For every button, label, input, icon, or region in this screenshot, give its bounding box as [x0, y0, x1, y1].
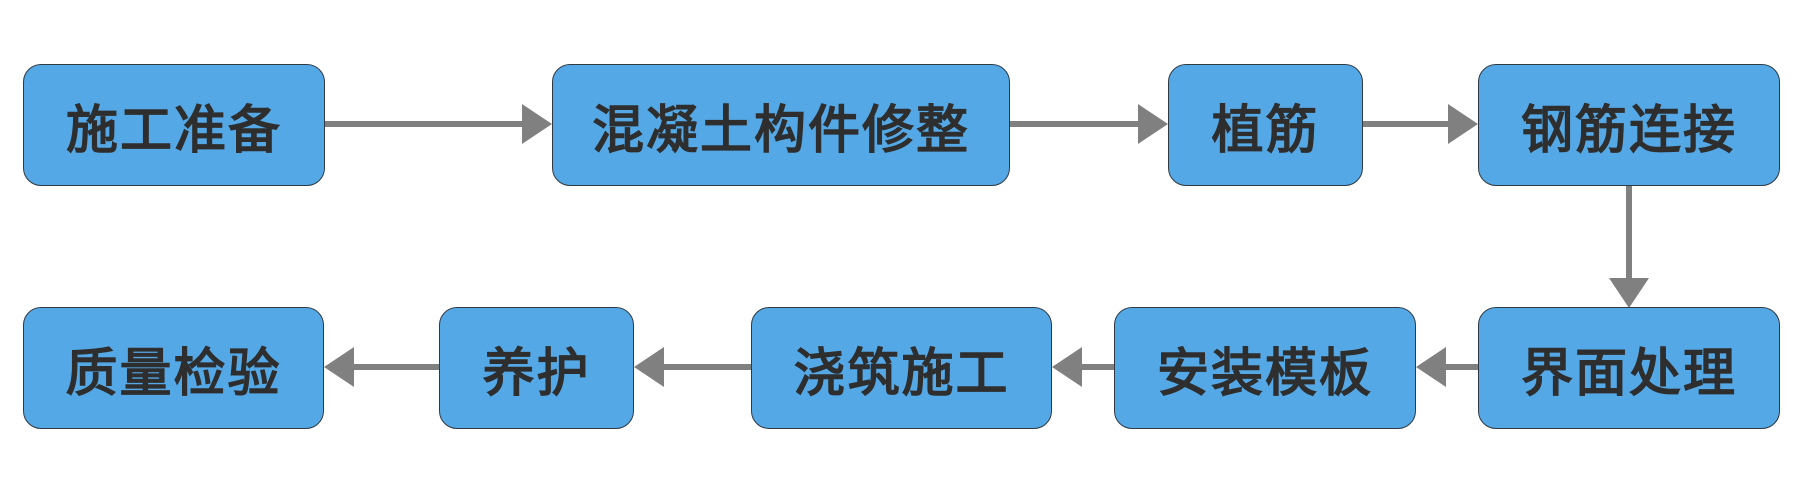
step-8-box: 养护	[439, 307, 634, 429]
step-6-box: 安装模板	[1114, 307, 1416, 429]
step-7-box: 浇筑施工	[751, 307, 1052, 429]
step-1-box: 施工准备	[23, 64, 325, 186]
step-8-label: 养护	[482, 342, 591, 404]
arrow-step5-to-step6	[1416, 347, 1478, 387]
step-1-label: 施工准备	[65, 99, 282, 161]
step-6-label: 安装模板	[1156, 342, 1373, 404]
step-2-label: 混凝土构件修整	[591, 99, 970, 161]
arrow-step6-to-step7	[1052, 347, 1114, 387]
arrow-step8-to-step9	[324, 347, 439, 387]
step-3-box: 植筋	[1168, 64, 1363, 186]
step-5-box: 界面处理	[1478, 307, 1780, 429]
arrow-step2-to-step3	[1010, 104, 1168, 144]
step-4-box: 钢筋连接	[1478, 64, 1780, 186]
step-2-box: 混凝土构件修整	[552, 64, 1010, 186]
step-4-label: 钢筋连接	[1520, 99, 1737, 161]
arrow-step3-to-step4	[1363, 104, 1478, 144]
arrow-step1-to-step2	[325, 104, 552, 144]
step-3-label: 植筋	[1211, 99, 1320, 161]
arrow-step4-to-step5	[1609, 186, 1649, 308]
step-9-box: 质量检验	[23, 307, 324, 429]
step-7-label: 浇筑施工	[793, 342, 1010, 404]
step-9-label: 质量检验	[65, 342, 282, 404]
arrow-step7-to-step8	[634, 347, 751, 387]
step-5-label: 界面处理	[1520, 342, 1737, 404]
